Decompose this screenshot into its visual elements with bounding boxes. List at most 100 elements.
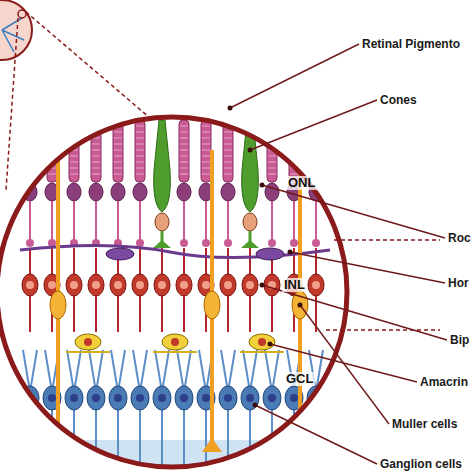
ganglion-dendrite: [309, 350, 323, 474]
bipolar-nucleus: [202, 281, 210, 289]
cone-nucleus: [155, 213, 169, 231]
leader-dot: [228, 106, 233, 111]
rod-disc: [180, 162, 188, 163]
rod-disc: [114, 132, 122, 133]
rod-disc: [268, 132, 276, 133]
rod-nucleus: [67, 183, 81, 201]
rod-disc: [114, 144, 122, 145]
rod-nucleus: [133, 183, 147, 201]
horizontal-cell: [106, 248, 134, 260]
ganglion-cell: [109, 386, 127, 410]
ganglion-nucleus: [268, 394, 276, 402]
ganglion-nucleus: [202, 394, 210, 402]
rpe-cell: [85, 100, 107, 118]
rod-disc: [136, 138, 144, 139]
rod-outer-segment: [91, 120, 101, 182]
rod-axon: [73, 201, 75, 240]
bipolar-nucleus: [70, 281, 78, 289]
rod-disc: [136, 144, 144, 145]
rpe-cell: [217, 100, 239, 118]
rod-nucleus: [177, 183, 191, 201]
bipolar-nucleus: [26, 281, 34, 289]
leader-line: [255, 405, 377, 464]
rod-disc: [26, 150, 34, 151]
amacrine-cell: [249, 334, 275, 350]
ganglion-cell: [87, 386, 105, 410]
rod-disc: [268, 162, 276, 163]
ganglion-dendrite: [177, 350, 191, 474]
eye-globe: [0, 0, 32, 60]
rod-disc: [224, 162, 232, 163]
rpe-cell: [63, 100, 85, 118]
bipolar-cell: [132, 274, 148, 296]
leader-dot: [268, 342, 273, 347]
rpe-cell: [195, 100, 217, 118]
layer-boundary: [326, 240, 440, 330]
rod-disc: [26, 162, 34, 163]
rod-axon: [139, 201, 141, 240]
rod-disc: [312, 174, 320, 175]
bipolar-cell: [176, 274, 192, 296]
leader-dot: [298, 303, 303, 308]
ganglion-dendrite: [133, 350, 147, 474]
rod-disc: [224, 174, 232, 175]
rod-disc: [136, 168, 144, 169]
bipolar-nucleus: [224, 281, 232, 289]
rod-disc: [48, 150, 56, 151]
leader-line: [262, 185, 445, 238]
amacrine-process: [153, 351, 197, 353]
bipolar-cell: [66, 274, 82, 296]
part-label: Amacrin: [420, 375, 468, 389]
rod-outer-segment: [311, 120, 321, 182]
ganglion-nucleus: [114, 394, 122, 402]
leader-line: [262, 285, 447, 340]
rod-disc: [48, 174, 56, 175]
leader-dot: [260, 183, 265, 188]
rod-disc: [70, 156, 78, 157]
rod-disc: [180, 132, 188, 133]
rod-disc: [202, 126, 210, 127]
leader-dot: [288, 250, 293, 255]
bipolar-nucleus: [312, 281, 320, 289]
rod-axon: [293, 201, 295, 240]
rod-disc: [268, 126, 276, 127]
rpe-cell: [239, 100, 261, 118]
rod-disc: [136, 156, 144, 157]
rod-disc: [114, 162, 122, 163]
ganglion-cell: [175, 386, 193, 410]
rod-disc: [180, 156, 188, 157]
cone-pedicle: [153, 240, 171, 248]
ganglion-nucleus: [70, 394, 78, 402]
ganglion-dendrite: [23, 350, 37, 474]
rod-disc: [268, 138, 276, 139]
muller-endfoot: [202, 438, 222, 452]
ganglion-cell: [131, 386, 149, 410]
rod-disc: [70, 138, 78, 139]
rod-disc: [48, 132, 56, 133]
rod-disc: [92, 150, 100, 151]
rod-disc: [48, 126, 56, 127]
rod-disc: [70, 126, 78, 127]
rod-disc: [114, 168, 122, 169]
rod-disc: [26, 174, 34, 175]
rod-disc: [92, 156, 100, 157]
ganglion-dendrite: [265, 350, 279, 474]
ganglion-dendrite: [89, 350, 103, 474]
amacrine-nucleus: [171, 338, 179, 346]
rod-disc: [70, 168, 78, 169]
bipolar-cell: [264, 274, 280, 296]
ganglion-nucleus: [290, 394, 298, 402]
leader-dot: [253, 403, 258, 408]
rod-disc: [136, 132, 144, 133]
ganglion-nucleus: [48, 394, 56, 402]
rod-disc: [180, 168, 188, 169]
rpe-cell: [261, 100, 283, 118]
leader-dot: [260, 283, 265, 288]
rod-disc: [26, 138, 34, 139]
ganglion-cell: [219, 386, 237, 410]
bipolar-cell: [22, 274, 38, 296]
